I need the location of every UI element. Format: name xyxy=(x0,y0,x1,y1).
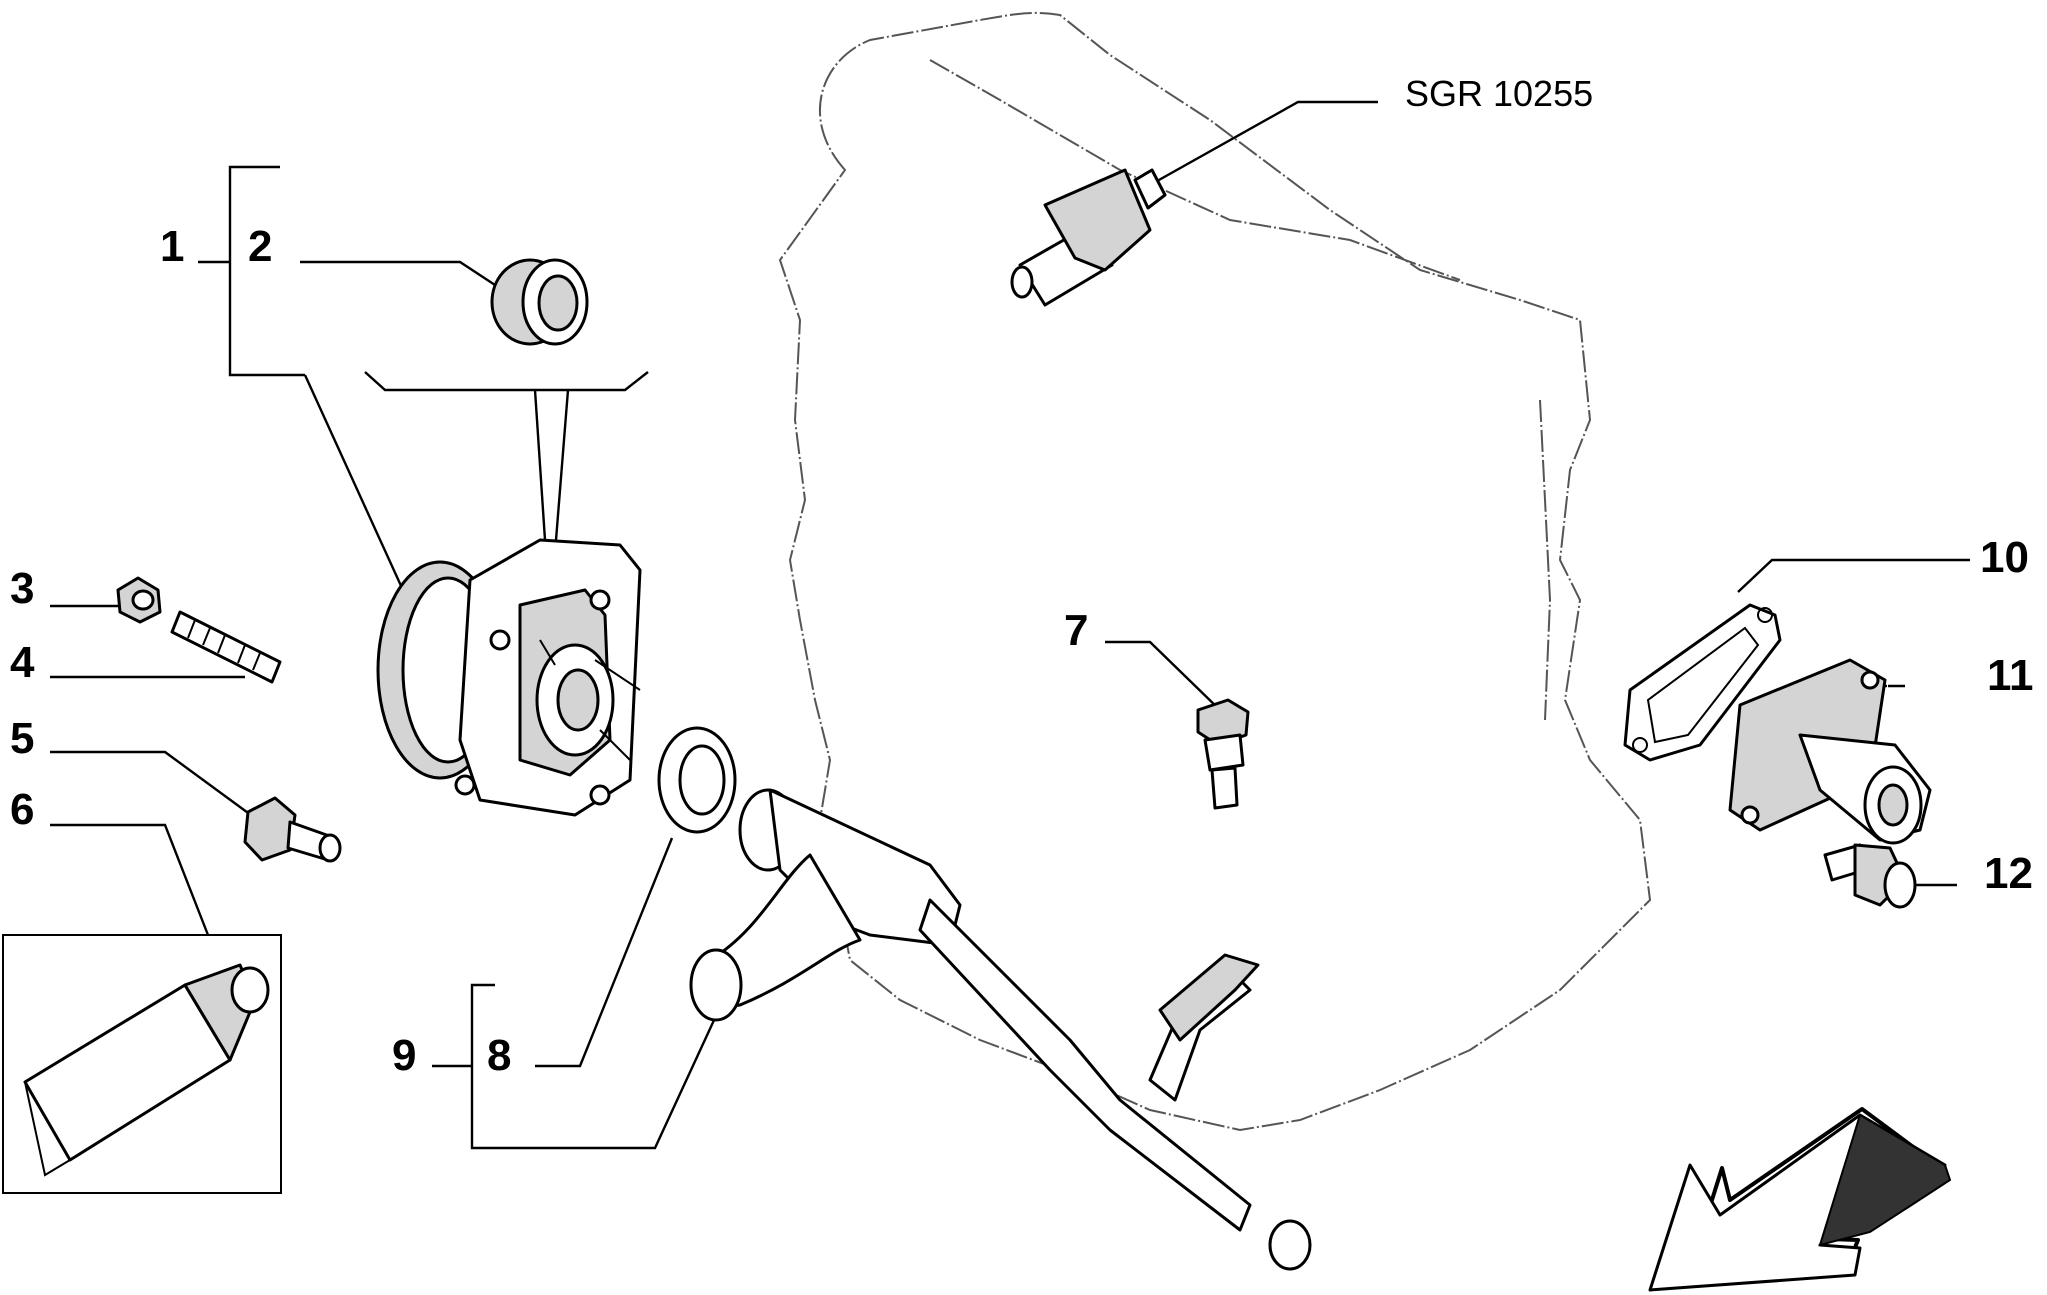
part-11-thermostat-housing xyxy=(1728,658,1932,845)
callout-10: 10 xyxy=(1980,533,2029,582)
leader-lines xyxy=(50,100,1970,1150)
part-4-stud xyxy=(170,610,282,684)
callout-6: 6 xyxy=(10,785,34,834)
callout-11: 11 xyxy=(1987,651,2034,700)
part-3-nut xyxy=(116,576,162,624)
part-2-gasket xyxy=(490,258,589,346)
part-7-bleed-screw xyxy=(1196,698,1250,810)
part-12-bolt xyxy=(1823,843,1917,909)
reference-code-label: SGR 10255 xyxy=(1405,73,1593,114)
callout-4: 4 xyxy=(10,638,35,687)
part-9-coolant-pipe xyxy=(689,788,1312,1271)
callout-2: 2 xyxy=(248,222,272,271)
part-5-fitting xyxy=(243,796,342,863)
callout-12: 12 xyxy=(1984,849,2033,898)
callout-1: 1 xyxy=(160,222,184,271)
callout-5: 5 xyxy=(10,714,34,763)
direction-arrow-icon xyxy=(1648,1107,1952,1292)
part-6-sealant-box xyxy=(2,934,282,1194)
callout-3: 3 xyxy=(10,564,34,613)
part-1-water-pump xyxy=(376,538,642,817)
part-8-oring xyxy=(657,726,737,834)
callout-9: 9 xyxy=(392,1031,416,1080)
callout-8: 8 xyxy=(487,1031,511,1080)
callout-7: 7 xyxy=(1064,606,1088,655)
temperature-sender xyxy=(1010,168,1167,307)
part-10-gasket xyxy=(1623,603,1782,762)
